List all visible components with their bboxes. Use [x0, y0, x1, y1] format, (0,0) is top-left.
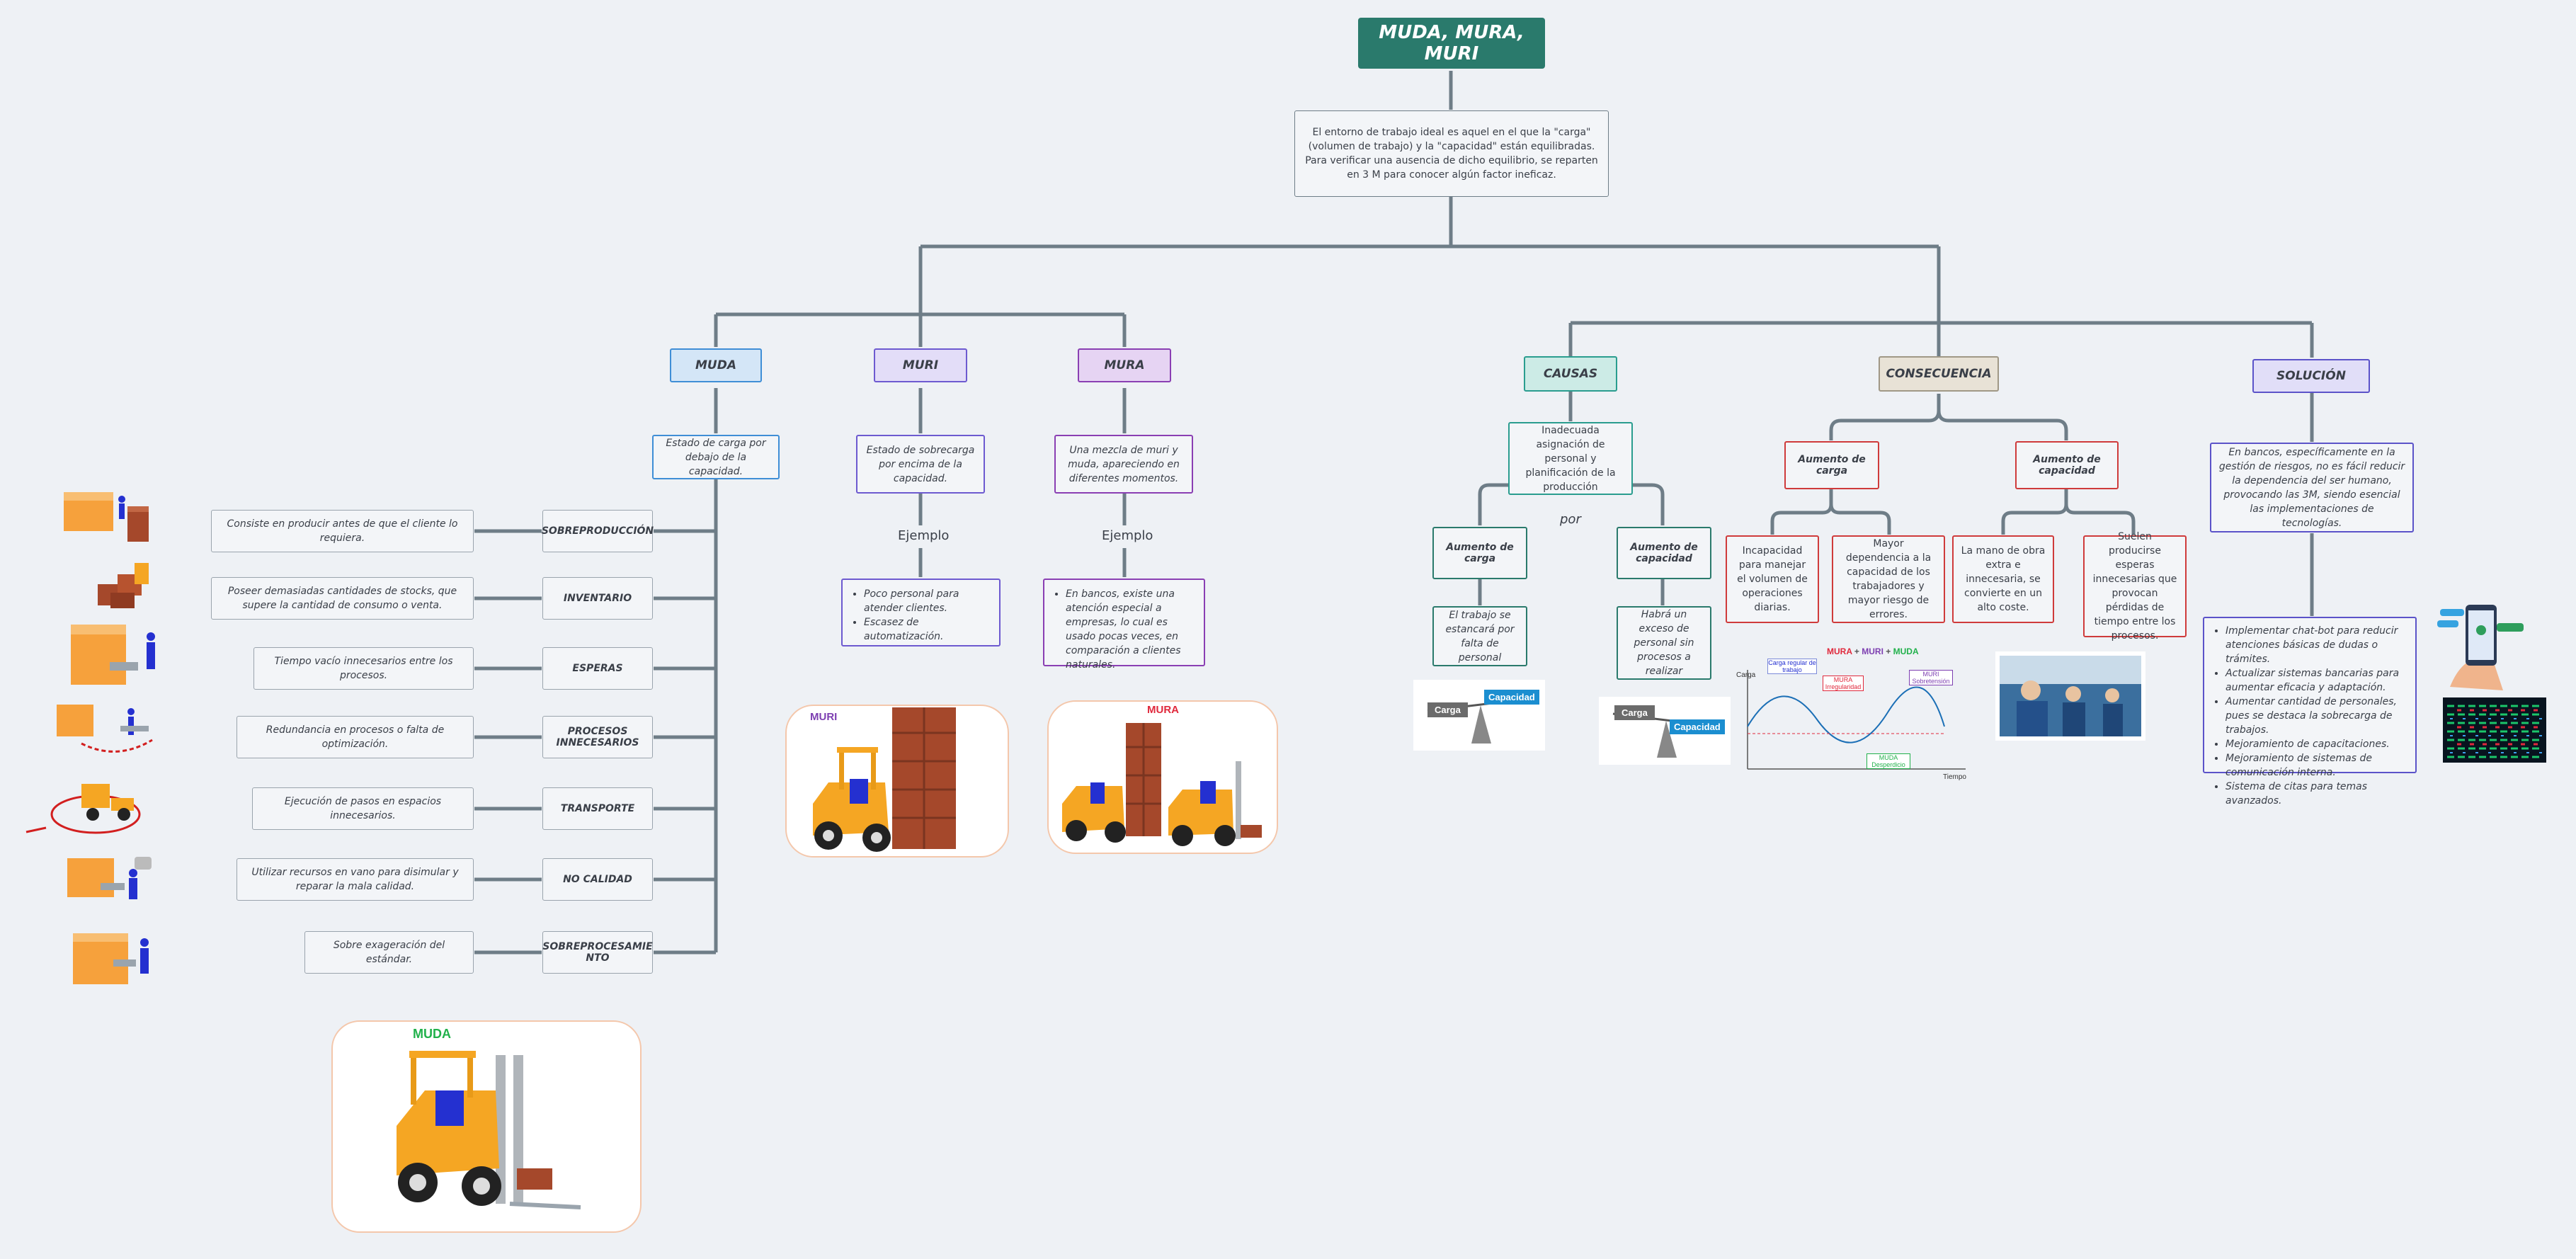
stock-market-screen: [2443, 697, 2546, 763]
muri-forklift-illustration: [813, 707, 956, 852]
mura-heading: MURA: [1078, 348, 1171, 382]
no-quality-illustration: [67, 857, 152, 899]
list-item: Mejoramiento de capacitaciones.: [2225, 737, 2405, 751]
workers-photo: [1995, 651, 2145, 741]
scale-carga-label: Carga: [1614, 705, 1655, 720]
list-item: Implementar chat-bot para reducir atenci…: [2225, 624, 2405, 666]
list-item: Poco personal para atender clientes.: [864, 587, 989, 615]
muri-examples: Poco personal para atender clientes. Esc…: [841, 579, 1001, 646]
waiting-illustration: [71, 625, 155, 685]
consecuencia-item: Incapacidad para manejar el volumen de o…: [1726, 535, 1819, 623]
muda-item-sobreprocesamiento: SOBREPROCESAMIE NTO: [542, 931, 653, 974]
graph-note-mura: MURA Irregularidad: [1823, 676, 1864, 691]
muda-item-inventario: INVENTARIO: [542, 577, 653, 620]
graph-x-label: Tiempo: [1943, 773, 1966, 781]
causas-description: Inadecuada asignación de personal y plan…: [1508, 422, 1633, 495]
mura-examples: En bancos, existe una atención especial …: [1043, 579, 1205, 671]
causas-capacidad-desc: Habrá un exceso de personal sin procesos…: [1617, 606, 1711, 680]
overprocessing-illustration: [73, 933, 149, 984]
intro-text: El entorno de trabajo ideal es aquel en …: [1294, 110, 1609, 197]
mura-card-label: MURA: [1147, 704, 1179, 716]
consecuencia-carga-heading: Aumento de carga: [1784, 441, 1879, 489]
muda-item-desc: Ejecución de pasos en espacios innecesar…: [252, 787, 474, 830]
muri-card-label: MURI: [810, 711, 838, 723]
muda-item-desc: Utilizar recursos en vano para disimular…: [236, 858, 474, 901]
unnecessary-process-illustration: [57, 705, 153, 753]
muda-item-desc: Sobre exageración del estándar.: [304, 931, 474, 974]
scale-carga-label: Carga: [1427, 702, 1468, 717]
consecuencia-item: Mayor dependencia a la capacidad de los …: [1832, 535, 1945, 623]
causas-carga-heading: Aumento de carga: [1432, 527, 1527, 579]
graph-note-muri: MURI Sobretensión: [1909, 670, 1953, 685]
graph-title-muda: MUDA: [1893, 646, 1919, 656]
forklift-illustration: [397, 1051, 581, 1209]
list-item: Sistema de citas para temas avanzados.: [2225, 780, 2405, 808]
overproduction-illustration: [64, 492, 149, 542]
solucion-description: En bancos, específicamente en la gestión…: [2210, 443, 2414, 532]
graph-title-muri: MURI: [1862, 646, 1883, 656]
mura-example-label: Ejemplo: [1102, 528, 1153, 543]
transport-illustration: [25, 784, 141, 834]
list-item: Aumentar cantidad de personales, pues se…: [2225, 695, 2405, 737]
muda-item-transporte: TRANSPORTE: [542, 787, 653, 830]
list-item: Mejoramiento de sistemas de comunicación…: [2225, 751, 2405, 780]
inventory-illustration: [98, 563, 149, 608]
muda-description: Estado de carga por debajo de la capacid…: [652, 435, 780, 479]
muda-item-esperas: ESPERAS: [542, 647, 653, 690]
causas-heading: CAUSAS: [1524, 356, 1617, 392]
muda-item-desc: Poseer demasiadas cantidades de stocks, …: [211, 577, 474, 620]
consecuencia-item: Suelen producirse esperas innecesarias q…: [2083, 531, 2187, 642]
muri-example-label: Ejemplo: [898, 528, 950, 543]
graph-title-plus: +: [1854, 646, 1859, 656]
load-curve-graph: MURA + MURI + MUDA Carga Tiempo Carga re…: [1732, 642, 1973, 783]
page-title: MUDA, MURA, MURI: [1358, 18, 1545, 69]
scale-capacidad-heavy-illustration: Carga Capacidad: [1599, 697, 1731, 765]
graph-title-plus: +: [1886, 646, 1891, 656]
list-item: Actualizar sistemas bancarias para aumen…: [2225, 666, 2405, 695]
muda-item-desc: Redundancia en procesos o falta de optim…: [236, 716, 474, 758]
solucion-list: Implementar chat-bot para reducir atenci…: [2203, 617, 2417, 807]
solucion-heading: SOLUCIÓN: [2252, 359, 2370, 393]
graph-note-muda: MUDA Desperdicio: [1867, 753, 1910, 769]
graph-title-mura: MURA: [1827, 646, 1852, 656]
consecuencia-heading: CONSECUENCIA: [1879, 356, 1999, 392]
consecuencia-item: La mano de obra extra e innecesaria, se …: [1952, 535, 2054, 623]
chatbot-phone-illustration: [2437, 605, 2524, 690]
muda-item-no-calidad: NO CALIDAD: [542, 858, 653, 901]
muri-description: Estado de sobrecarga por encima de la ca…: [856, 435, 985, 494]
graph-y-label: Carga: [1736, 671, 1756, 679]
scale-capacidad-label: Capacidad: [1670, 719, 1725, 734]
por-label: por: [1560, 512, 1581, 527]
muda-item-desc: Tiempo vacío innecesarios entre los proc…: [253, 647, 474, 690]
causas-capacidad-heading: Aumento de capacidad: [1617, 527, 1711, 579]
consecuencia-capacidad-heading: Aumento de capacidad: [2015, 441, 2119, 489]
mura-forklifts-illustration: [1062, 723, 1262, 846]
muri-heading: MURI: [874, 348, 967, 382]
list-item: En bancos, existe una atención especial …: [1066, 587, 1194, 672]
graph-note-regular: Carga regular de trabajo: [1767, 659, 1817, 674]
muda-item-sobreproduccion: SOBREPRODUCCIÓN: [542, 510, 654, 552]
scale-carga-heavy-illustration: Carga Capacidad: [1413, 680, 1545, 751]
causas-carga-desc: El trabajo se estancará por falta de per…: [1432, 606, 1527, 666]
muda-item-procesos: PROCESOS INNECESARIOS: [542, 716, 653, 758]
muda-heading: MUDA: [670, 348, 762, 382]
list-item: Escasez de automatización.: [864, 615, 989, 644]
mura-description: Una mezcla de muri y muda, apareciendo e…: [1054, 435, 1193, 494]
scale-capacidad-label: Capacidad: [1484, 690, 1539, 705]
muda-item-desc: Consiste en producir antes de que el cli…: [211, 510, 474, 552]
muda-card-label: MUDA: [413, 1027, 451, 1041]
